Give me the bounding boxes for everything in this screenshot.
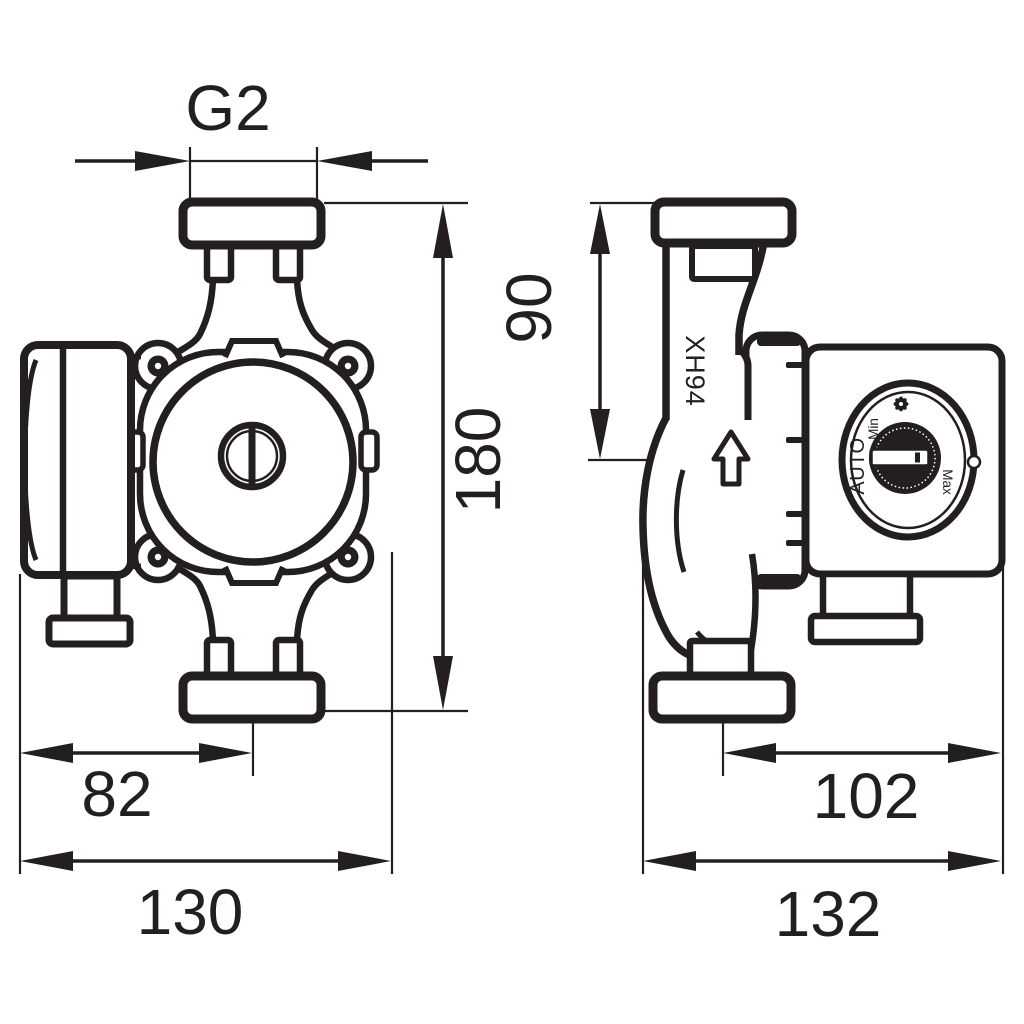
dim-thread-size-label: G2 <box>185 72 270 144</box>
flow-direction-arrow-icon <box>711 429 751 487</box>
dim-axis-to-box-width: 82 <box>20 743 252 830</box>
dial-pointer <box>869 447 931 468</box>
dim-flange-to-axis-label: 90 <box>493 272 565 343</box>
dim-total-height: 180 <box>324 201 514 713</box>
housing-bottom-tab <box>222 565 286 586</box>
dim-side-total-width: 132 <box>643 851 1001 950</box>
fan-icon <box>893 396 909 412</box>
inlet-pipe-fill <box>666 242 764 470</box>
front-bottom-union-tab-left <box>203 636 235 681</box>
front-bottom-flange <box>178 671 326 724</box>
side-top-flange <box>650 197 797 248</box>
inlet-pipe-right-edge <box>735 241 768 355</box>
side-view: XH94 AUTO Min Max <box>639 197 1006 724</box>
control-box-foot-lower <box>807 612 924 646</box>
control-dial: AUTO Min Max <box>838 379 982 541</box>
front-top-neck-left <box>176 278 217 355</box>
control-box-foot-upper <box>819 570 914 621</box>
dial-notch <box>966 454 982 470</box>
dial-inner-ring <box>849 390 967 530</box>
dim-132-label: 132 <box>775 878 882 950</box>
extension-lines <box>18 550 1005 874</box>
inlet-pipe-collar <box>689 243 758 282</box>
dim-82-label: 82 <box>81 758 152 830</box>
motor-can-vent-slots <box>786 362 804 546</box>
dimension-annotations: G2 180 90 <box>18 72 1005 950</box>
cable-gland-flange <box>45 614 134 648</box>
terminal-box-front-arc <box>22 359 39 561</box>
dial-max-label: Max <box>940 469 955 495</box>
dial-knob-knurl <box>874 427 936 489</box>
front-bottom-union-tab-right <box>272 636 304 681</box>
motor-can-top-rim <box>757 336 801 346</box>
cable-gland-body <box>60 572 121 623</box>
corner-screws <box>147 355 359 568</box>
model-code-label: XH94 <box>680 335 710 407</box>
terminal-box <box>20 341 135 579</box>
dim-flange-to-axis-height: 90 <box>493 201 659 462</box>
front-view <box>20 197 380 724</box>
motor-can <box>742 331 809 590</box>
volute-inner-curve <box>673 469 687 573</box>
dim-130-label: 130 <box>137 876 244 948</box>
dial-auto-label: AUTO <box>847 437 869 494</box>
dim-102-label: 102 <box>813 760 920 832</box>
housing-top-tab <box>222 338 286 359</box>
bleed-screw <box>217 421 287 491</box>
dim-thread-size: G2 <box>75 72 428 205</box>
front-top-neck-right <box>293 278 344 356</box>
dim-axis-to-rear-width: 102 <box>723 743 1001 832</box>
dial-min-label: Min <box>866 418 881 440</box>
front-bottom-neck-left <box>176 565 217 642</box>
motor-can-bottom-rim <box>757 574 801 584</box>
dim-front-total-width: 130 <box>20 851 391 948</box>
front-top-flange <box>178 197 326 250</box>
dial-pointer-tick <box>915 452 920 463</box>
dim-total-height-label: 180 <box>442 407 514 514</box>
volute-left-outline <box>639 416 694 660</box>
housing-notch-right <box>358 429 380 473</box>
side-bottom-flange <box>648 671 796 724</box>
